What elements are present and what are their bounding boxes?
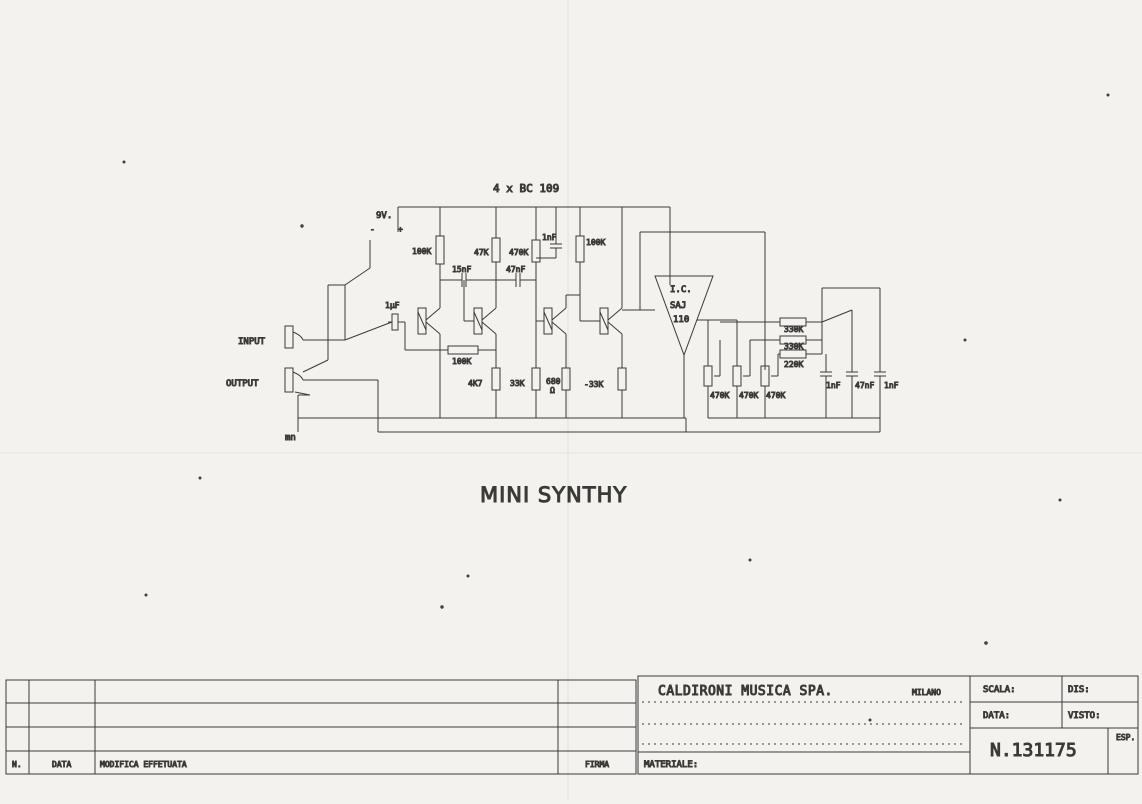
ic-label-line1: I.C. [670, 285, 692, 295]
label-c-47nf-top: 47nF [506, 265, 525, 274]
label-r-100k-a: 100K [412, 247, 431, 256]
label-r-330k-b: 330K [784, 342, 803, 351]
drawing-number: N.131175 [990, 740, 1077, 761]
data-label: DATA: [983, 711, 1010, 721]
label-pot-1: 470K [710, 391, 729, 400]
resistor-330k-a [720, 317, 822, 327]
resistor-220k [778, 349, 822, 359]
label-c-in: 1µF [385, 301, 400, 310]
col-modifica-header: MODIFICA EFFETUATA [100, 760, 187, 769]
ic-label-line2: SAJ [670, 301, 686, 311]
power-switch [327, 240, 371, 360]
input-capacitor [388, 313, 422, 351]
ic-label-line3: 110 [673, 315, 689, 325]
label-c-15nf: 15nF [452, 265, 471, 274]
label-r-100k-b: 100K [586, 238, 605, 247]
company-city: MILANO [912, 688, 941, 697]
resistor-33k-b [617, 367, 627, 418]
supply-rail [397, 206, 671, 285]
ground-label: mn [285, 433, 296, 443]
transistor-q1 [417, 280, 441, 418]
potentiometer-1 [703, 320, 721, 418]
resistor-100k-feedback [404, 345, 496, 355]
capacitor-1nf-a [820, 354, 832, 418]
resistor-680 [561, 367, 571, 418]
resistor-100k-a [435, 207, 445, 280]
materiale-label: MATERIALE: [644, 760, 698, 770]
input-jack [284, 321, 393, 349]
transistor-q3 [536, 295, 567, 368]
esp-label: ESP. [1116, 733, 1135, 742]
title-block-frame [5, 675, 1139, 775]
resistor-470k [531, 207, 541, 368]
dis-label: DIS: [1068, 685, 1090, 695]
label-r-47k: 47K [474, 248, 489, 257]
resistor-33k-a [531, 367, 541, 418]
supply-plus-sign: + [398, 225, 403, 234]
potentiometer-2 [732, 320, 751, 418]
supply-minus-sign: - [370, 225, 375, 234]
capacitor-15nf [440, 273, 496, 287]
input-label: INPUT [238, 337, 266, 347]
scala-label: SCALA: [983, 685, 1016, 695]
company-name: CALDIRONI MUSICA SPA. [658, 684, 833, 699]
label-c-1nf-b: 1nF [884, 381, 899, 390]
paper-fold-vertical [567, 0, 569, 800]
transistor-q4 [579, 207, 623, 368]
ic-saj110 [654, 275, 737, 418]
visto-label: VISTO: [1068, 711, 1101, 721]
label-r-680-unit: Ω [550, 386, 555, 395]
diagram-title: MINI SYNTHY [480, 483, 627, 507]
transistor-q2 [463, 280, 497, 368]
resistor-4k7 [491, 367, 501, 418]
output-label: OUTPUT [226, 379, 259, 389]
label-r-220k: 220K [784, 360, 803, 369]
label-r-33k-b: -33K [584, 380, 603, 389]
label-r-33k-a: 33K [510, 379, 525, 388]
label-c-1nf-a: 1nF [826, 381, 841, 390]
capacitor-47nf-b [846, 320, 858, 418]
capacitor-1nf-b [874, 371, 886, 432]
label-r-100k-feedback: 100K [452, 357, 471, 366]
col-data-header: DATA [52, 760, 71, 769]
output-jack [284, 359, 378, 396]
label-c-1nf-top: 1nF [542, 233, 557, 242]
tone-switch [821, 287, 881, 372]
resistor-330k-b [750, 335, 822, 345]
label-c-47nf-b: 47nF [855, 381, 874, 390]
paper-fold-horizontal [0, 452, 1142, 454]
label-r-470k: 470K [509, 248, 528, 257]
label-r-680: 680 [546, 377, 561, 386]
ic-input-wire [622, 231, 766, 370]
label-pot-2: 470K [739, 391, 758, 400]
capacitor-1nf-top [536, 207, 562, 259]
capacitor-47nf-top [496, 273, 536, 287]
col-firma-header: FIRMA [585, 760, 609, 769]
resistor-47k [491, 207, 501, 280]
scan-specks [122, 93, 1110, 722]
label-pot-3: 470K [766, 391, 785, 400]
resistor-100k-b [566, 207, 585, 296]
col-n-header: N. [12, 760, 22, 769]
label-r-4k7: 4K7 [468, 379, 483, 388]
ground-rail [297, 380, 880, 433]
supply-label: 9V. [376, 211, 392, 221]
transistors-label: 4 x BC 109 [493, 182, 559, 195]
potentiometer-3 [760, 354, 779, 418]
label-r-330k-a: 330K [784, 325, 803, 334]
